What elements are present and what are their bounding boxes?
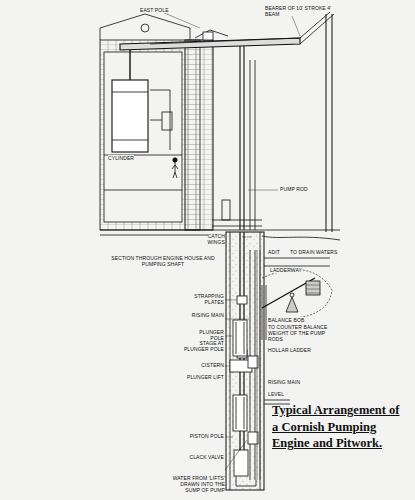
part-label: TO DRAIN WATERS <box>290 250 340 256</box>
part-label: EAST POLE <box>140 8 170 14</box>
part-label: RISING MAIN <box>186 313 224 319</box>
part-label: PUMP ROD <box>280 187 320 193</box>
part-label: STAGE AT PLUNGER POLE <box>180 341 224 353</box>
part-label: BALANCE BOB <box>268 318 308 324</box>
part-label: HOLLAR LADDER <box>268 348 312 354</box>
part-label: CISTERN <box>186 363 224 369</box>
part-label: CATCH WINGS <box>197 234 225 246</box>
part-label: STRAPPING PLATES <box>186 294 224 306</box>
part-label: PISTON POLE <box>186 434 224 440</box>
part-label: LEVEL <box>268 392 298 398</box>
part-label: CLACK VALVE <box>186 455 224 461</box>
part-label: CYLINDER <box>108 156 148 162</box>
part-label: WATER FROM 'LIFTS' DRAWN INTO THE SUMP O… <box>170 476 225 493</box>
part-label: TO COUNTER BALANCE WEIGHT OF THE PUMP RO… <box>268 325 334 342</box>
diagram-title: Typical Arrangement of a Cornish Pumping… <box>272 402 408 452</box>
part-label: BEARER OF 10' STROKE 4' BEAM <box>265 6 335 18</box>
part-label: ADIT <box>268 250 288 256</box>
part-label: PLUNGER LIFT <box>186 375 224 381</box>
part-label: LADDERWAY <box>270 268 315 274</box>
part-label: RISING MAIN <box>268 380 312 386</box>
part-label: SECTION THROUGH ENGINE HOUSE AND PUMPING… <box>104 256 222 268</box>
